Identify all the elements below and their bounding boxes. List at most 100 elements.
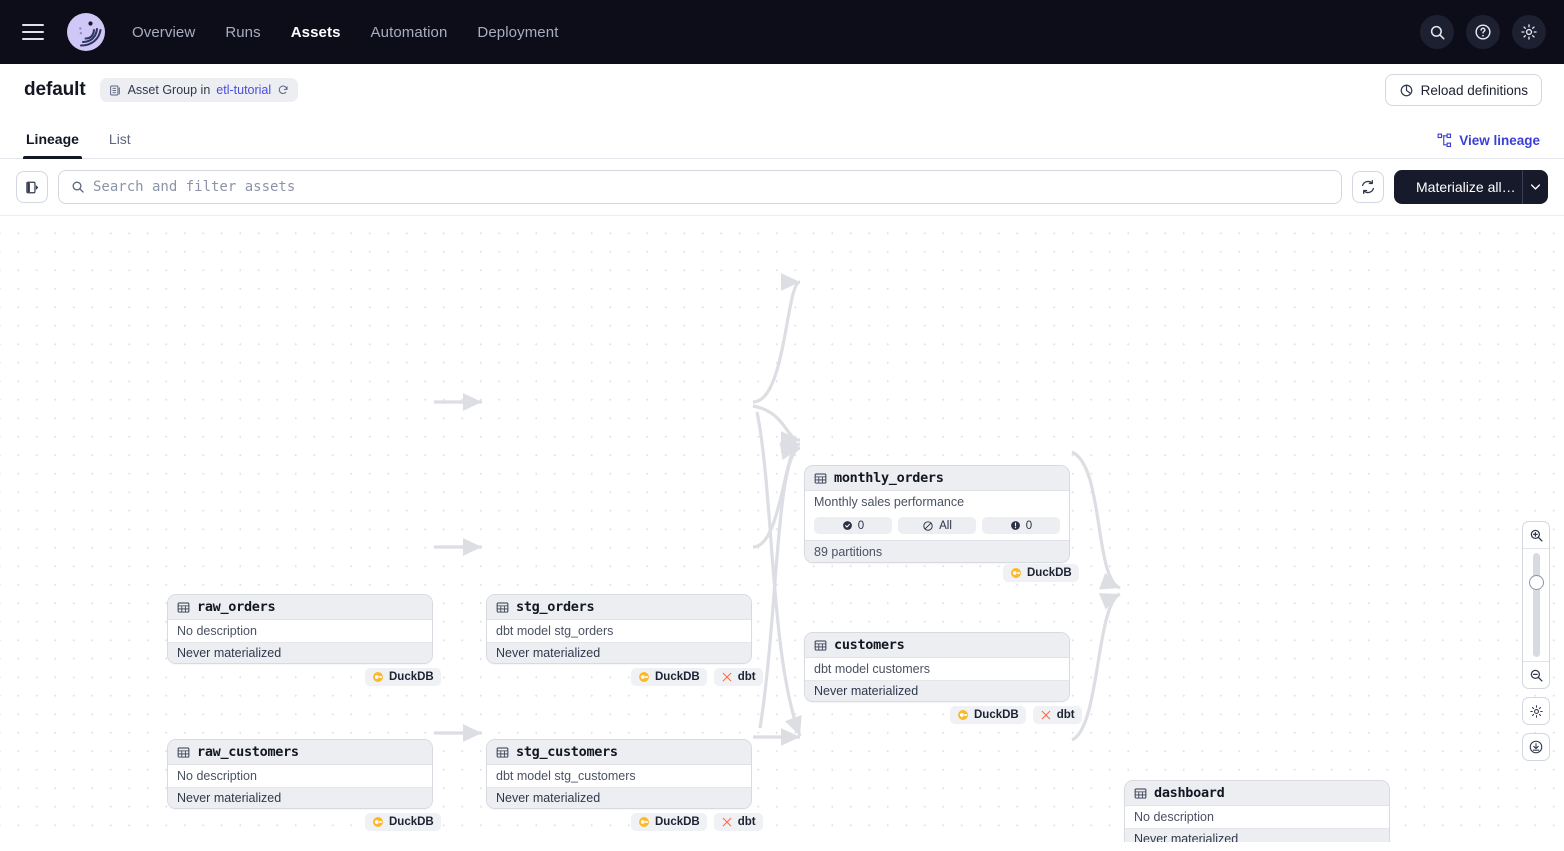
asset-node-header: raw_customers	[168, 740, 432, 765]
edge-stg_orders-orders	[755, 411, 802, 737]
asset-node-stg_orders[interactable]: stg_orders dbt model stg_orders Never ma…	[486, 594, 752, 664]
partition-stat-materialized: 0	[814, 517, 892, 534]
lineage-tabbar: Lineage List View lineage	[0, 116, 1564, 159]
refresh-icon	[1361, 179, 1375, 195]
materialize-all-button[interactable]: Materialize all…	[1394, 170, 1522, 204]
tag-label: DuckDB	[389, 816, 434, 828]
materialize-dropdown-caret[interactable]	[1522, 170, 1548, 204]
help-icon[interactable]	[1466, 15, 1500, 49]
asset-group-link[interactable]: etl-tutorial	[216, 83, 272, 97]
search-input[interactable]	[93, 179, 1329, 195]
table-icon	[496, 601, 509, 613]
tab-lineage[interactable]: Lineage	[23, 131, 82, 159]
asset-filter-bar: Materialize all…	[0, 159, 1564, 215]
asset-tags-raw_orders: DuckDB	[365, 668, 441, 686]
nav-link-overview[interactable]: Overview	[132, 23, 196, 41]
exclamation-circle-icon	[1010, 521, 1020, 530]
asset-node-status: Never materialized	[805, 680, 1069, 701]
asset-node-title: dashboard	[1154, 785, 1225, 801]
main-nav-links: Overview Runs Assets Automation Deployme…	[132, 24, 558, 41]
asset-node-status: Never materialized	[168, 642, 432, 663]
gear-icon[interactable]	[1512, 15, 1546, 49]
search-field-wrapper[interactable]	[58, 170, 1342, 204]
asset-node-customers[interactable]: customers dbt model customers Never mate…	[804, 632, 1070, 702]
tag-duckdb[interactable]: DuckDB	[1003, 564, 1079, 582]
materialize-all-label: Materialize all…	[1416, 179, 1516, 195]
edge-customers-dashboard	[1071, 450, 1121, 590]
nav-link-runs[interactable]: Runs	[225, 23, 261, 41]
dbt-icon	[722, 817, 732, 827]
zoom-out-icon[interactable]	[1523, 662, 1549, 688]
nav-link-assets[interactable]: Assets	[290, 23, 341, 41]
tag-label: DuckDB	[1027, 567, 1072, 579]
duckdb-icon	[639, 672, 649, 682]
tag-dbt[interactable]: dbt	[713, 813, 763, 831]
asset-node-description: Monthly sales performance	[805, 491, 1069, 513]
table-icon	[814, 472, 827, 484]
asset-tags-stg_customers: DuckDB dbt	[631, 813, 763, 831]
refresh-icon[interactable]	[277, 84, 289, 96]
asset-node-description: dbt model stg_customers	[487, 765, 751, 787]
tag-label: DuckDB	[974, 709, 1019, 721]
dbt-icon	[722, 672, 732, 682]
asset-node-dashboard[interactable]: dashboard No description Never materiali…	[1124, 780, 1390, 842]
asset-node-raw_customers[interactable]: raw_customers No description Never mater…	[167, 739, 433, 809]
partition-stat-value: 0	[857, 519, 865, 532]
download-graph-icon[interactable]	[1522, 733, 1550, 761]
graph-zoom-controls	[1522, 521, 1550, 761]
asset-group-prefix: Asset Group in	[127, 83, 211, 97]
view-lineage-link[interactable]: View lineage	[1437, 133, 1540, 158]
nav-link-deployment[interactable]: Deployment	[477, 23, 559, 41]
asset-group-icon	[109, 85, 120, 95]
hamburger-icon[interactable]	[22, 24, 44, 40]
tag-dbt[interactable]: dbt	[713, 668, 763, 686]
lineage-graph-canvas[interactable]: monthly_orders Monthly sales performance…	[0, 215, 1564, 842]
zoom-slider[interactable]	[1523, 549, 1549, 661]
tag-duckdb[interactable]: DuckDB	[631, 668, 707, 686]
tag-duckdb[interactable]: DuckDB	[365, 813, 441, 831]
graph-settings-icon[interactable]	[1522, 697, 1550, 725]
asset-tags-stg_orders: DuckDB dbt	[631, 668, 763, 686]
asset-node-raw_orders[interactable]: raw_orders No description Never material…	[167, 594, 433, 664]
reload-definitions-label: Reload definitions	[1420, 82, 1528, 98]
asset-tags-raw_customers: DuckDB	[365, 813, 441, 831]
asset-node-stg_customers[interactable]: stg_customers dbt model stg_customers Ne…	[486, 739, 752, 809]
toggle-sidebar-button[interactable]	[16, 171, 48, 203]
zoom-slider-knob[interactable]	[1528, 575, 1544, 590]
zoom-in-icon[interactable]	[1523, 522, 1549, 548]
tag-duckdb[interactable]: DuckDB	[631, 813, 707, 831]
asset-node-description: dbt model stg_orders	[487, 620, 751, 642]
dagster-logo[interactable]	[66, 12, 106, 52]
table-icon	[177, 601, 190, 613]
edge-stg_payments-customers	[758, 442, 801, 729]
asset-node-title: raw_orders	[197, 599, 276, 615]
asset-node-header: dashboard	[1125, 781, 1389, 806]
asset-node-header: customers	[805, 633, 1069, 658]
asset-group-badge[interactable]: Asset Group in etl-tutorial	[99, 78, 299, 102]
no-entry-icon	[923, 520, 933, 531]
duckdb-icon	[1011, 568, 1021, 578]
tag-dbt[interactable]: dbt	[1032, 706, 1082, 724]
nav-link-automation[interactable]: Automation	[370, 23, 448, 41]
duckdb-icon	[373, 672, 383, 682]
asset-node-monthly_orders[interactable]: monthly_orders Monthly sales performance…	[804, 465, 1070, 563]
tag-duckdb[interactable]: DuckDB	[950, 706, 1026, 724]
refresh-assets-button[interactable]	[1352, 171, 1384, 203]
reload-definitions-button[interactable]: Reload definitions	[1384, 74, 1542, 106]
asset-node-description: dbt model customers	[805, 658, 1069, 680]
asset-node-description: No description	[168, 620, 432, 642]
tag-duckdb[interactable]: DuckDB	[365, 668, 441, 686]
asset-node-header: monthly_orders	[805, 466, 1069, 491]
tab-list[interactable]: List	[108, 131, 131, 147]
partition-stat-failed: 0	[982, 517, 1060, 534]
asset-node-description: No description	[168, 765, 432, 787]
asset-node-title: raw_customers	[197, 744, 299, 760]
dbt-icon	[1041, 710, 1051, 720]
asset-node-title: stg_customers	[516, 744, 618, 760]
check-circle-icon	[842, 521, 852, 530]
zoom-box	[1522, 521, 1550, 689]
search-icon[interactable]	[1420, 15, 1454, 49]
asset-node-header: stg_orders	[487, 595, 751, 620]
edge-stg_orders-customers	[752, 404, 801, 449]
asset-node-status: Never materialized	[168, 787, 432, 808]
